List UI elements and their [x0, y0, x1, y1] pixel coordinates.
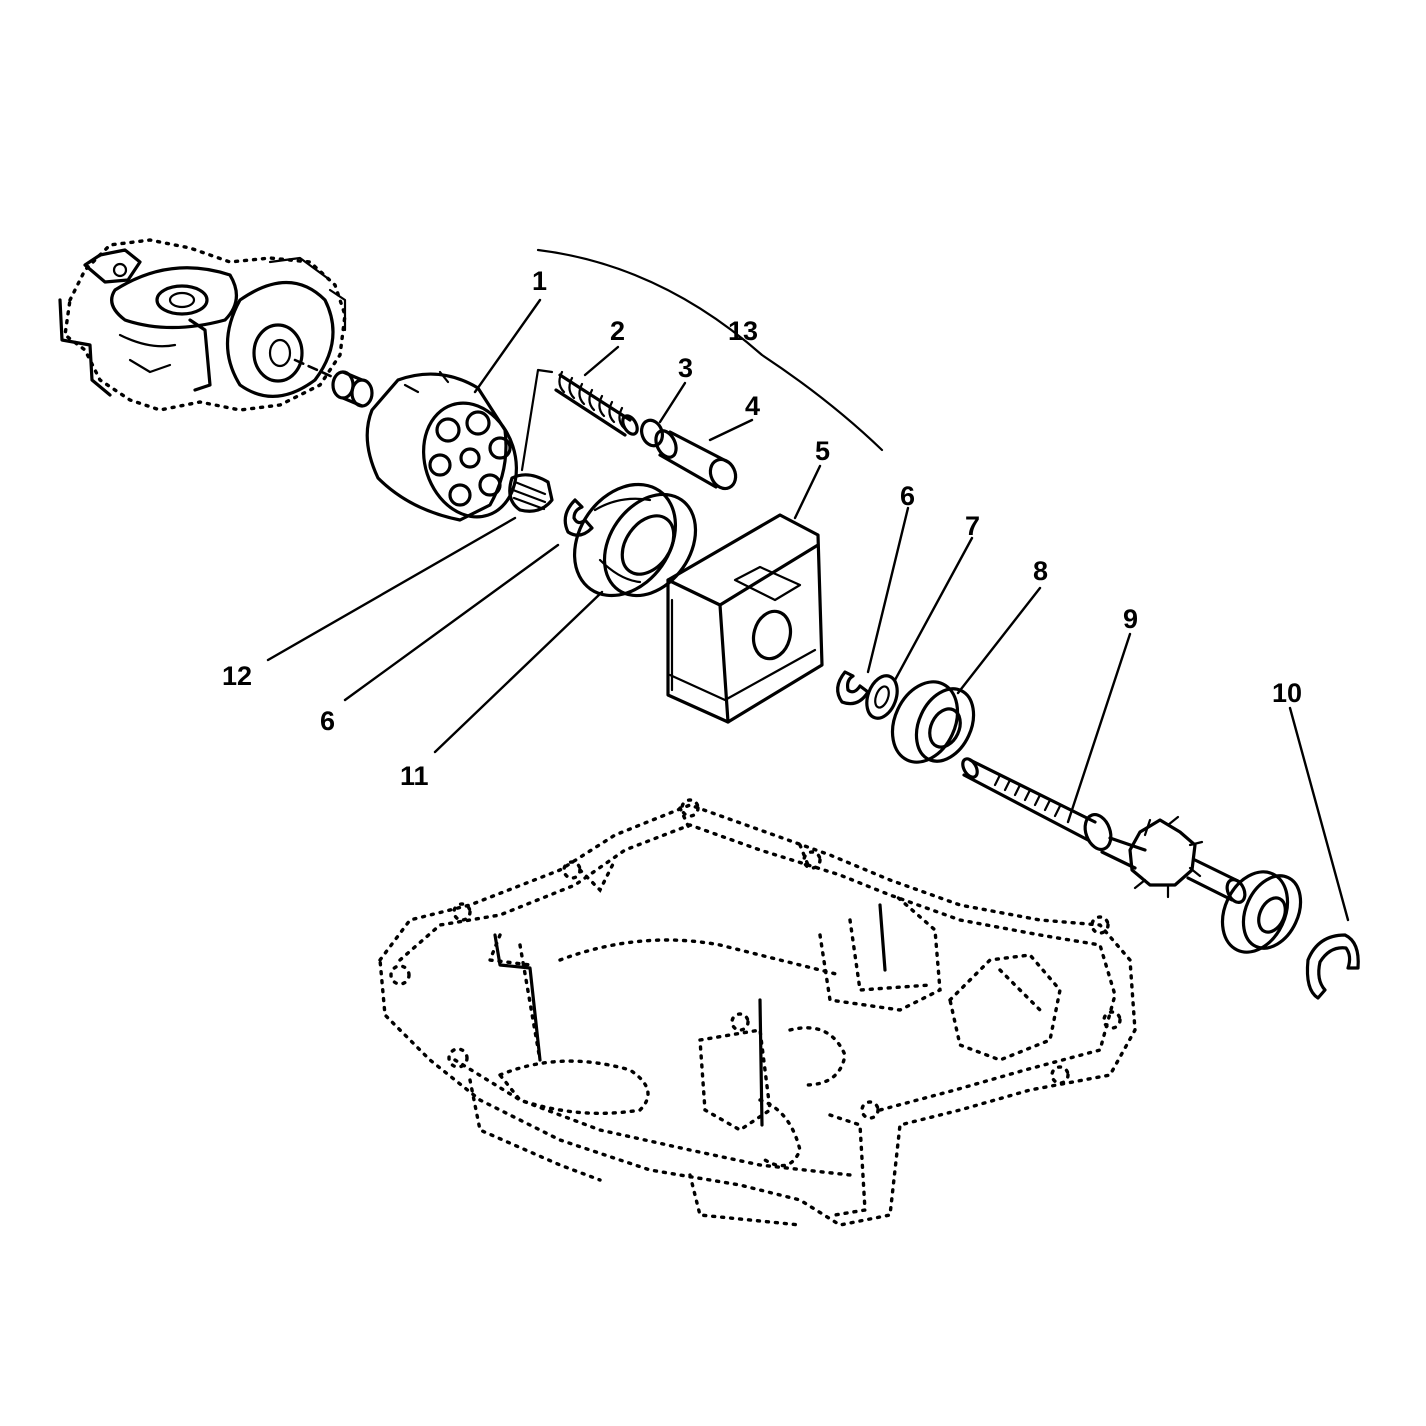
callout-6-left: 6: [320, 706, 335, 736]
assembly-bracket: [520, 368, 554, 472]
callout-6-right: 6: [900, 481, 915, 511]
callout-8: 8: [1033, 556, 1048, 586]
callout-13: 13: [728, 316, 758, 346]
part-11-pulley: [572, 482, 698, 598]
part-1-rotor: [365, 370, 518, 522]
callout-4: 4: [745, 391, 760, 421]
callout-11: 11: [400, 761, 429, 791]
callout-5: 5: [815, 436, 830, 466]
part-7-washer: [865, 674, 899, 720]
shaft-end-bearing: [1220, 870, 1303, 954]
callout-7: 7: [965, 511, 980, 541]
part-5-cover-block: [666, 513, 824, 724]
callout-3: 3: [678, 353, 693, 383]
part-3-o-ring: [640, 418, 664, 448]
dowel-bushing: [293, 358, 374, 408]
callout-1: 1: [532, 266, 547, 296]
oil-pan-casting: [378, 798, 1137, 1227]
part-6-snap-ring-right: [836, 670, 870, 706]
pump-housing: [58, 238, 347, 412]
leader-lines: [266, 248, 1350, 922]
part-2-spring: [554, 370, 639, 437]
callout-2: 2: [610, 316, 625, 346]
callout-10: 10: [1272, 678, 1302, 708]
callout-9: 9: [1123, 604, 1138, 634]
part-12-small-spring: [508, 473, 554, 513]
part-9-shaft: [961, 757, 1247, 904]
part-10-circlip: [1305, 933, 1360, 1000]
callout-12: 12: [222, 661, 252, 691]
part-4-plunger: [654, 429, 738, 491]
callout-labels: 1 2 3 4 5 6 7 8 9 10 11 12 6 13: [222, 266, 1302, 791]
